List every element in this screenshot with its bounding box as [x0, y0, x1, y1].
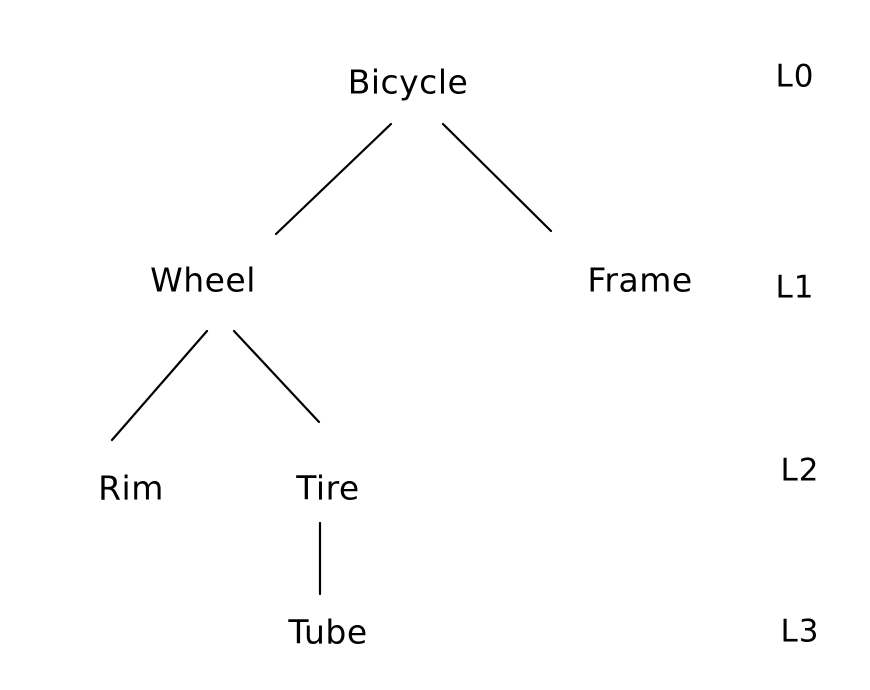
tree-node-tube[interactable]: Tube: [288, 612, 368, 652]
level-label-l0: L0: [775, 58, 815, 95]
tree-edge-bicycle-to-wheel: [274, 122, 393, 236]
tree-node-wheel[interactable]: Wheel: [150, 260, 256, 300]
level-label-l3: L3: [780, 613, 820, 650]
level-label-l1: L1: [775, 269, 815, 306]
tree-node-frame[interactable]: Frame: [587, 260, 693, 300]
tree-edge-bicycle-to-frame: [441, 122, 553, 233]
tree-node-bicycle[interactable]: Bicycle: [347, 62, 469, 102]
level-label-l2: L2: [780, 452, 820, 489]
tree-edge-wheel-to-tire: [232, 329, 321, 424]
tree-node-tire[interactable]: Tire: [296, 468, 360, 508]
tree-node-rim[interactable]: Rim: [98, 468, 164, 508]
tree-edge-wheel-to-rim: [110, 329, 209, 442]
